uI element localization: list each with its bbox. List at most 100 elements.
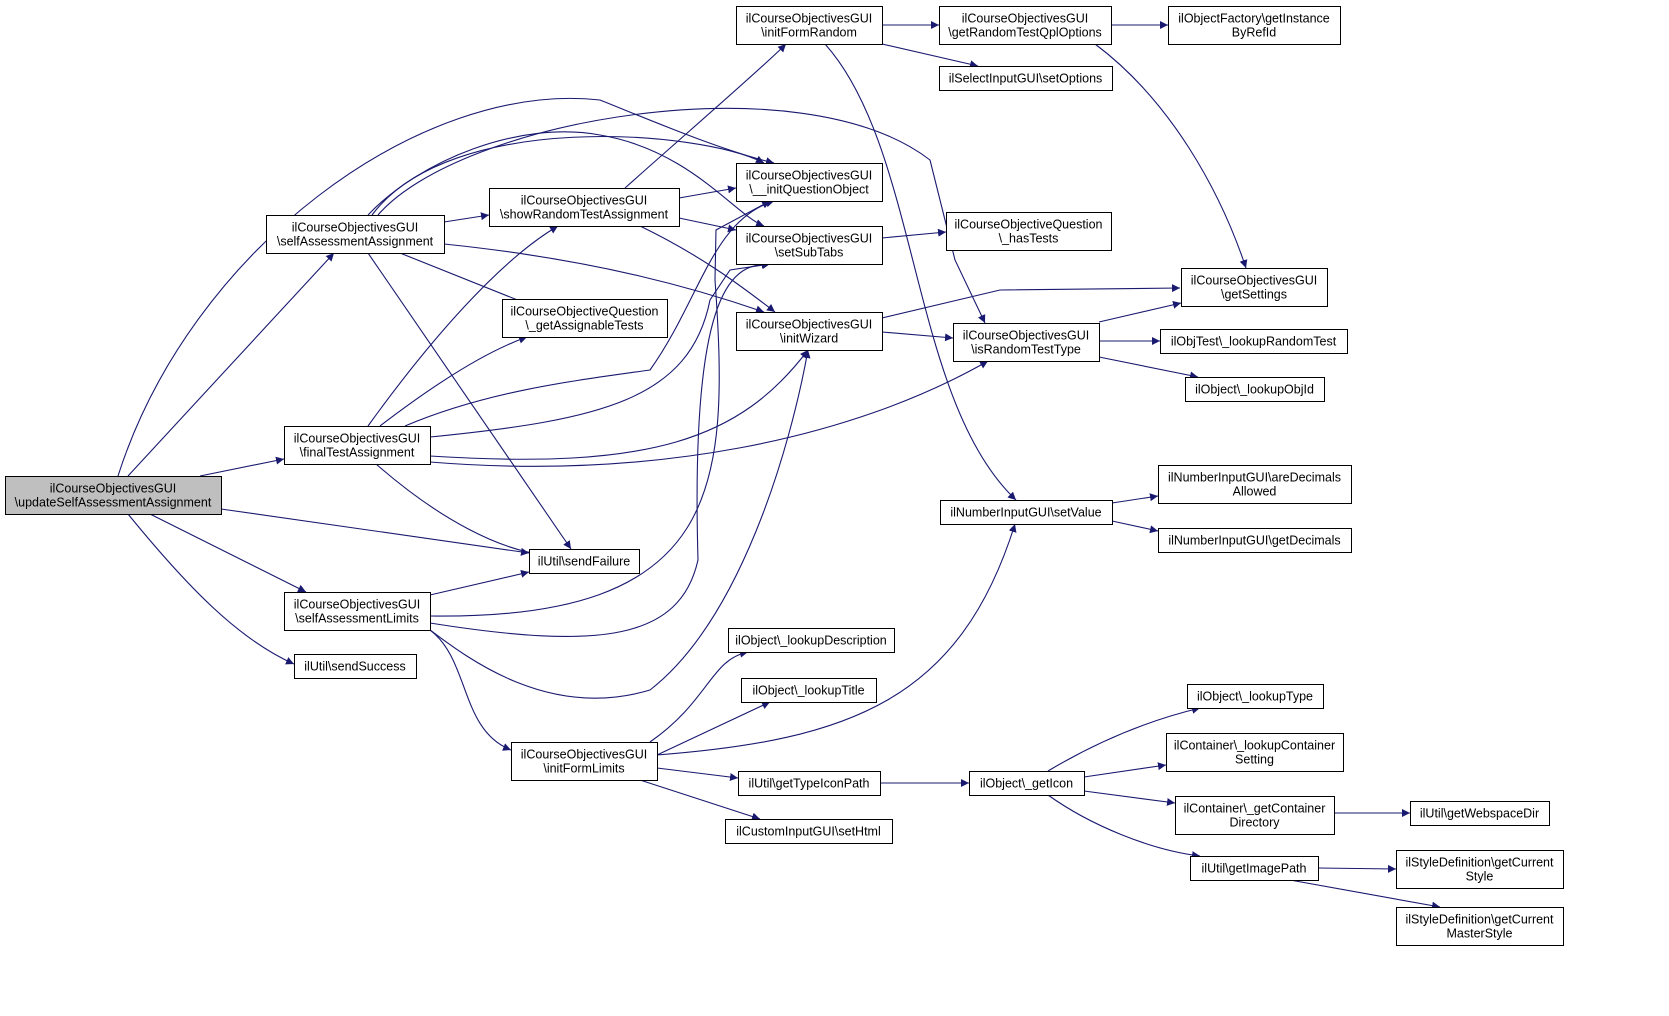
node-box bbox=[1410, 801, 1550, 826]
edge-finalTestAssignment-to-showRandomTestAssignment bbox=[367, 225, 559, 427]
node-getWebspaceDir[interactable]: ilUtil\getWebspaceDir bbox=[1410, 801, 1550, 826]
node-isRandomTestType[interactable]: ilCourseObjectivesGUI\isRandomTestType bbox=[953, 323, 1100, 362]
edge-root-to-initQuestionObject bbox=[117, 98, 775, 477]
node-lookupObjId[interactable]: ilObject\_lookupObjId bbox=[1185, 377, 1325, 402]
node-initFormRandom[interactable]: ilCourseObjectivesGUI\initFormRandom bbox=[736, 6, 883, 45]
edge-selfAssessmentLimits-to-setSubTabs bbox=[429, 260, 771, 638]
node-label: ilStyleDefinition\getCurrent bbox=[1406, 856, 1555, 870]
edge-initFormRandom-to-setValue bbox=[824, 43, 1017, 501]
node-label: ilCourseObjectivesGUI bbox=[1191, 274, 1317, 288]
node-label: \initFormLimits bbox=[543, 762, 624, 776]
node-label: ilCourseObjectiveQuestion bbox=[511, 305, 659, 319]
node-label: ilObject\_getIcon bbox=[980, 777, 1073, 791]
node-label: Allowed bbox=[1233, 485, 1277, 499]
edge-getImagePath-to-getCurrentStyle bbox=[1317, 864, 1397, 873]
node-initFormLimits[interactable]: ilCourseObjectivesGUI\initFormLimits bbox=[511, 742, 658, 781]
node-finalTestAssignment[interactable]: ilCourseObjectivesGUI\finalTestAssignmen… bbox=[284, 426, 431, 465]
nodes: ilCourseObjectivesGUI\updateSelfAssessme… bbox=[5, 6, 1564, 946]
node-label: ilCourseObjectivesGUI bbox=[294, 432, 420, 446]
edge-getImagePath-to-getCurrentMasterStyle bbox=[1289, 879, 1441, 910]
node-root[interactable]: ilCourseObjectivesGUI\updateSelfAssessme… bbox=[5, 476, 222, 515]
node-label: \setSubTabs bbox=[775, 246, 844, 260]
node-lookupTitle[interactable]: ilObject\_lookupTitle bbox=[741, 678, 877, 703]
edge-selfAssessmentAssignment-to-showRandomTestAssignment bbox=[443, 212, 490, 223]
node-box bbox=[940, 500, 1113, 525]
node-label: ilNumberInputGUI\setValue bbox=[950, 506, 1101, 520]
node-getIcon[interactable]: ilObject\_getIcon bbox=[969, 771, 1085, 796]
node-box bbox=[294, 654, 417, 679]
node-lookupDescription[interactable]: ilObject\_lookupDescription bbox=[728, 628, 895, 653]
node-hasTests[interactable]: ilCourseObjectiveQuestion\_hasTests bbox=[946, 212, 1112, 251]
node-box bbox=[741, 678, 877, 703]
edge-getIcon-to-getImagePath bbox=[1047, 794, 1201, 860]
node-label: ilUtil\getWebspaceDir bbox=[1420, 807, 1539, 821]
node-setHtml[interactable]: ilCustomInputGUI\setHtml bbox=[725, 819, 893, 844]
node-label: ilCourseObjectivesGUI bbox=[50, 482, 176, 496]
node-showRandomTestAssignment[interactable]: ilCourseObjectivesGUI\showRandomTestAssi… bbox=[489, 188, 680, 227]
edge-isRandomTestType-to-getSettings bbox=[1098, 300, 1182, 323]
node-getSettings[interactable]: ilCourseObjectivesGUI\getSettings bbox=[1181, 268, 1328, 307]
node-label: ilCourseObjectivesGUI bbox=[746, 318, 872, 332]
edge-getRandomTestQplOptions-to-getSettings bbox=[1094, 43, 1248, 269]
node-getImagePath[interactable]: ilUtil\getImagePath bbox=[1190, 856, 1319, 881]
node-initWizard[interactable]: ilCourseObjectivesGUI\initWizard bbox=[736, 312, 883, 351]
node-getRandomTestQplOptions[interactable]: ilCourseObjectivesGUI\getRandomTestQplOp… bbox=[939, 6, 1112, 45]
edge-finalTestAssignment-to-initQuestionObject bbox=[404, 199, 775, 427]
edge-showRandomTestAssignment-to-initFormRandom bbox=[624, 43, 787, 189]
node-setValue[interactable]: ilNumberInputGUI\setValue bbox=[940, 500, 1113, 525]
node-setOptions[interactable]: ilSelectInputGUI\setOptions bbox=[939, 66, 1113, 91]
node-box bbox=[1160, 329, 1348, 354]
edge-root-to-finalTestAssignment bbox=[199, 456, 285, 477]
node-initQuestionObject[interactable]: ilCourseObjectivesGUI\__initQuestionObje… bbox=[736, 163, 883, 202]
node-box bbox=[489, 188, 680, 227]
node-box bbox=[502, 299, 668, 338]
node-selfAssessmentLimits[interactable]: ilCourseObjectivesGUI\selfAssessmentLimi… bbox=[284, 592, 431, 631]
node-box bbox=[529, 549, 640, 574]
edge-initFormLimits-to-setHtml bbox=[639, 779, 761, 821]
node-selfAssessmentAssignment[interactable]: ilCourseObjectivesGUI\selfAssessmentAssi… bbox=[266, 215, 445, 254]
node-getAssignableTests[interactable]: ilCourseObjectiveQuestion\_getAssignable… bbox=[502, 299, 668, 338]
edge-showRandomTestAssignment-to-initQuestionObject bbox=[678, 185, 737, 199]
node-lookupType[interactable]: ilObject\_lookupType bbox=[1187, 684, 1324, 709]
node-getDecimals[interactable]: ilNumberInputGUI\getDecimals bbox=[1158, 528, 1352, 553]
edge-selfAssessmentLimits-to-initFormLimits bbox=[429, 629, 512, 751]
edge-selfAssessmentAssignment-to-isRandomTestType bbox=[377, 107, 986, 324]
edges bbox=[117, 21, 1441, 910]
edge-selfAssessmentAssignment-to-setSubTabs bbox=[367, 131, 765, 227]
node-box bbox=[728, 628, 895, 653]
edge-getIcon-to-lookupType bbox=[1047, 705, 1201, 772]
node-label: ilCustomInputGUI\setHtml bbox=[736, 825, 880, 839]
node-label: ilCourseObjectivesGUI bbox=[746, 232, 872, 246]
node-sendFailure[interactable]: ilUtil\sendFailure bbox=[529, 549, 640, 574]
node-label: ilCourseObjectivesGUI bbox=[292, 221, 418, 235]
node-box bbox=[939, 66, 1113, 91]
node-box bbox=[1396, 850, 1564, 889]
node-box bbox=[1396, 907, 1564, 946]
node-box bbox=[1175, 796, 1335, 835]
node-label: ilObject\_lookupDescription bbox=[735, 634, 887, 648]
edge-root-to-sendFailure bbox=[220, 508, 530, 556]
node-label: Directory bbox=[1229, 816, 1280, 830]
node-label: \finalTestAssignment bbox=[300, 446, 415, 460]
edge-showRandomTestAssignment-to-initWizard bbox=[639, 225, 776, 313]
node-setSubTabs[interactable]: ilCourseObjectivesGUI\setSubTabs bbox=[736, 226, 883, 265]
node-lookupRandomTest[interactable]: ilObjTest\_lookupRandomTest bbox=[1160, 329, 1348, 354]
node-box bbox=[266, 215, 445, 254]
node-sendSuccess[interactable]: ilUtil\sendSuccess bbox=[294, 654, 417, 679]
node-label: ilSelectInputGUI\setOptions bbox=[949, 72, 1103, 86]
edge-initFormLimits-to-setValue bbox=[656, 523, 1017, 756]
node-label: ilObject\_lookupObjId bbox=[1195, 383, 1314, 397]
edge-showRandomTestAssignment-to-setSubTabs bbox=[678, 217, 737, 233]
edge-isRandomTestType-to-lookupObjId bbox=[1098, 356, 1199, 380]
node-label: ilObjTest\_lookupRandomTest bbox=[1171, 335, 1337, 349]
node-getTypeIconPath[interactable]: ilUtil\getTypeIconPath bbox=[738, 771, 881, 796]
edge-finalTestAssignment-to-getAssignableTests bbox=[379, 335, 528, 427]
node-label: \initFormRandom bbox=[761, 26, 857, 40]
